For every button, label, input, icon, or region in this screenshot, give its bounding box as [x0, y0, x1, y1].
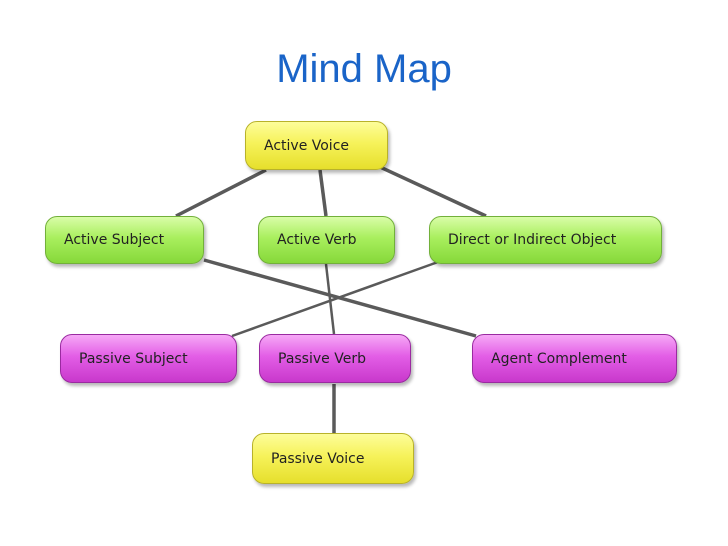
node-active-voice[interactable]: Active Voice: [245, 121, 388, 170]
node-label: Active Verb: [277, 232, 357, 248]
node-passive-voice[interactable]: Passive Voice: [252, 433, 414, 484]
edge-active-voice-direct-object: [377, 164, 487, 218]
node-label: Passive Verb: [278, 350, 366, 367]
node-label: Passive Subject: [79, 350, 188, 367]
node-active-subject[interactable]: Active Subject: [45, 216, 204, 264]
node-active-verb[interactable]: Active Verb: [258, 216, 395, 264]
edge-active-voice-active-verb: [318, 169, 328, 217]
node-label: Agent Complement: [491, 350, 627, 367]
slide-title: Mind Map: [276, 47, 452, 91]
node-agent-complement[interactable]: Agent Complement: [472, 334, 677, 383]
node-label: Active Voice: [264, 137, 350, 154]
node-direct-or-indirect-object[interactable]: Direct or Indirect Object: [429, 216, 662, 264]
edge-active-voice-active-subject: [175, 168, 267, 218]
node-label: Direct or Indirect Object: [448, 232, 617, 248]
edge-active-verb-passive-verb: [324, 263, 336, 335]
node-label: Active Subject: [64, 232, 165, 248]
node-label: Passive Voice: [271, 450, 365, 467]
node-passive-subject[interactable]: Passive Subject: [60, 334, 237, 383]
edge-direct-object-passive-subject: [231, 260, 439, 338]
node-passive-verb[interactable]: Passive Verb: [259, 334, 411, 383]
